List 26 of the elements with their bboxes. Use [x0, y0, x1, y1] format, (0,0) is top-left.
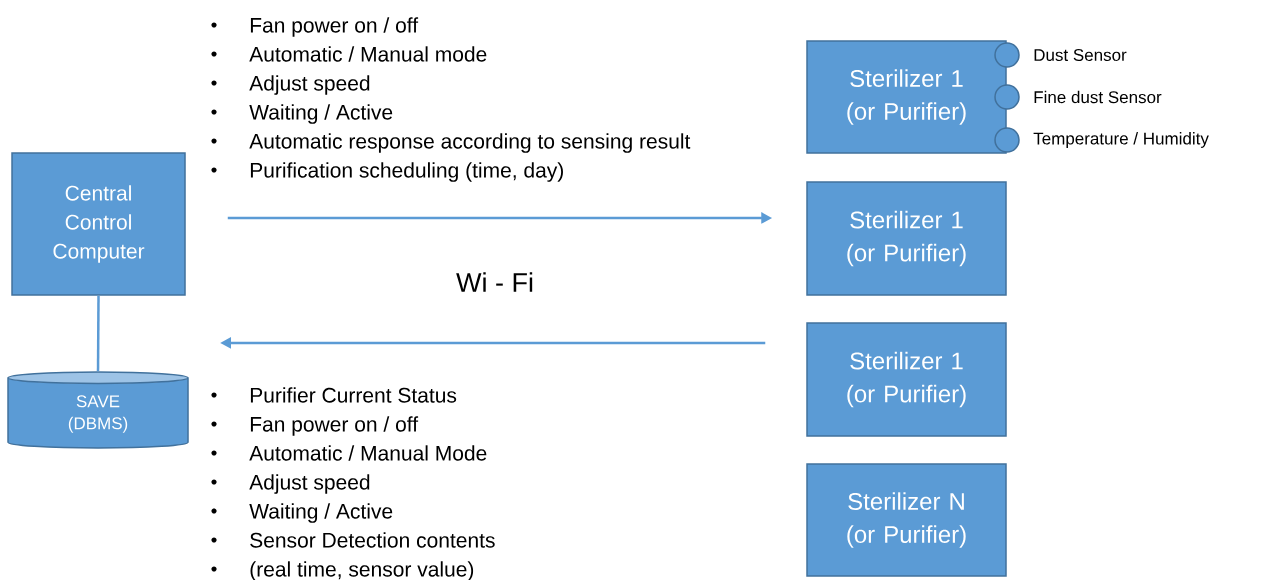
list-item: Adjust speed — [249, 474, 370, 494]
list-item: Purification scheduling (time, day) — [250, 162, 563, 182]
list-item: Sensor Detection contents — [250, 532, 495, 548]
sensor-label: Dust Sensor — [1034, 49, 1127, 61]
wifi-label: Wi - Fi — [456, 272, 533, 292]
list-item: Fan power on / off — [250, 416, 419, 436]
process-box: Sterilizer N (or Purifier) — [806, 463, 1007, 577]
sensor-label: Temperature / Humidity — [1033, 132, 1209, 148]
process-box: Sterilizer 1 (or Purifier) — [806, 322, 1007, 437]
sensor-circle — [994, 84, 1020, 110]
list-item: Adjust speed — [249, 75, 370, 95]
list-item: Automatic / Manual mode — [249, 46, 487, 62]
process-box: Sterilizer 1 (or Purifier) — [806, 181, 1007, 296]
process-box: Central Control Computer — [11, 152, 186, 296]
list-item: Purifier Current Status — [250, 387, 457, 403]
sensor-circle — [994, 127, 1020, 153]
list-item: Fan power on / off — [250, 17, 419, 37]
sensor-circle — [994, 42, 1020, 68]
list-item: Waiting / Active — [249, 503, 393, 523]
list-item: Waiting / Active — [249, 104, 393, 124]
process-box: Sterilizer 1 (or Purifier) — [806, 40, 1007, 154]
sensor-label: Fine dust Sensor — [1034, 90, 1162, 104]
list-item: Automatic / Manual Mode — [249, 445, 487, 461]
database-cylinder: SAVE (DBMS) — [7, 371, 189, 449]
list-item: (real time, sensor value) — [250, 561, 474, 580]
list-item: Automatic response according to sensing result — [249, 133, 691, 153]
